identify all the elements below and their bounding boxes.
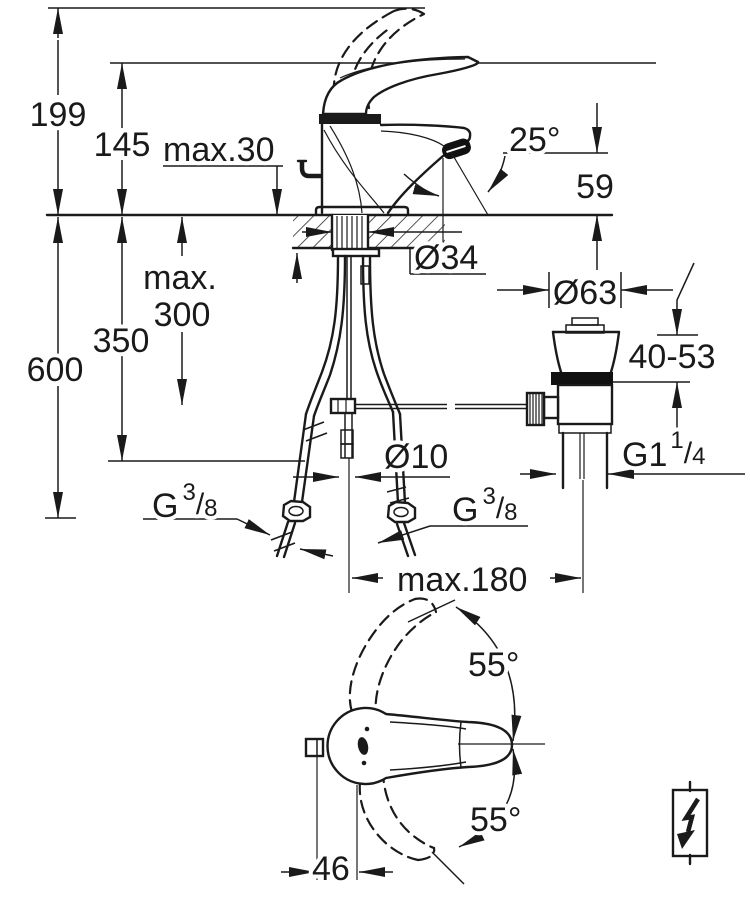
handle-indicator <box>357 737 369 755</box>
cartridge-band <box>319 114 381 124</box>
dim-rod-diameter: Ø10 <box>384 438 448 476</box>
shank-flange <box>331 247 381 258</box>
drain-collar <box>558 423 612 434</box>
dim-rod-max-1: max. <box>143 259 217 297</box>
knurled-nut <box>525 391 546 427</box>
drain-body <box>556 383 614 426</box>
top-view-spout-tip <box>304 737 325 758</box>
reference-lines <box>45 7 656 519</box>
spout <box>379 123 472 144</box>
top-view-body <box>326 706 514 786</box>
dim-outlet-height: 59 <box>576 168 614 206</box>
mounting-shank <box>330 213 381 258</box>
dim-spray-angle: 25° <box>509 121 560 159</box>
dim-hose-length: 350 <box>93 322 150 360</box>
dim-swivel-down: 55° <box>470 801 521 839</box>
dim-hole-diameter: Ø34 <box>414 239 478 277</box>
dim-flange-diameter: Ø63 <box>553 274 617 312</box>
dim-deck-range: 40-53 <box>629 338 716 376</box>
dim-handle-offset: 46 <box>312 850 350 888</box>
faucet-side-view <box>270 7 527 593</box>
pop-up-rod <box>329 256 527 593</box>
lightning-symbol <box>671 780 709 866</box>
dim-reach-max: max.180 <box>397 561 527 599</box>
lever-highlight <box>339 58 466 79</box>
spout-underside <box>386 154 445 215</box>
pop-up-knob <box>299 161 322 179</box>
drain-plug-top <box>571 317 599 326</box>
dim-swivel-up: 55° <box>468 646 519 684</box>
drain-gasket <box>551 372 613 385</box>
aerator-outlet <box>442 138 471 160</box>
dim-rod-max-2: 300 <box>154 296 211 334</box>
dim-spout-height: 145 <box>94 126 151 164</box>
faucet-top-view: 55° 55° 46 <box>281 597 545 892</box>
dim-supply-length: 600 <box>27 351 84 389</box>
hose-fitting-left <box>281 499 312 523</box>
dim-height-total: 199 <box>30 96 87 134</box>
lever-handle <box>321 55 480 116</box>
lightning-bolt-icon <box>677 797 700 849</box>
dimensions: 199 145 max.30 max. 300 350 600 <box>23 8 745 603</box>
hose-fitting-right <box>386 500 417 524</box>
drain-rod-port <box>542 395 560 420</box>
dim-deck-max: max.30 <box>163 131 275 169</box>
drain-assembly <box>525 317 621 593</box>
